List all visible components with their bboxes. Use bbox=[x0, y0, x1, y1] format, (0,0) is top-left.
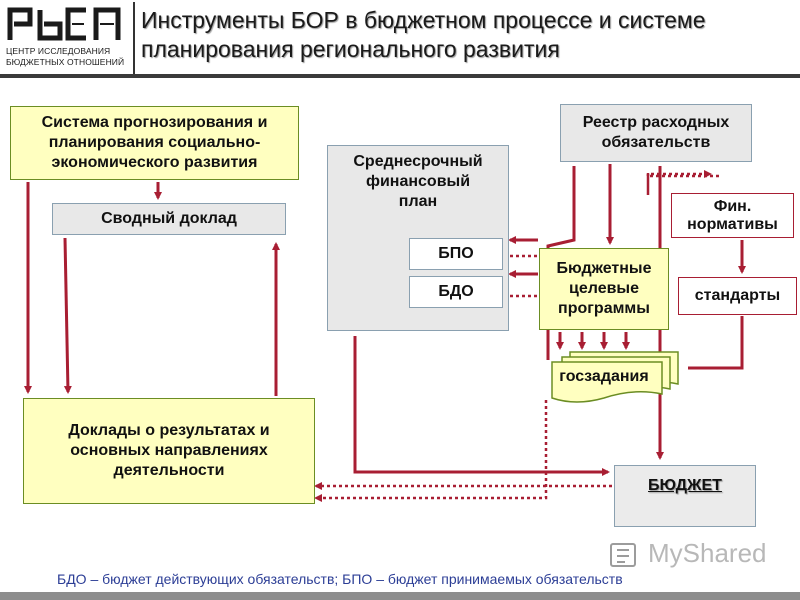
budget-box: БЮДЖЕТ bbox=[614, 465, 756, 527]
plan-line1: Среднесрочный bbox=[353, 153, 483, 170]
state-tasks-label: госзадания bbox=[559, 368, 649, 385]
registry-box: Реестр расходных обязательств bbox=[560, 104, 752, 162]
dotted-norms-registry-link bbox=[646, 170, 712, 195]
forecast-system-line1: Система прогнозирования и bbox=[41, 114, 268, 131]
registry-line1: Реестр расходных bbox=[582, 114, 730, 131]
bpo-box: БПО bbox=[409, 238, 503, 270]
arrow-standards-registry bbox=[688, 316, 744, 370]
summary-report-box: Сводный доклад bbox=[52, 203, 286, 235]
state-tasks-label-box: госзадания bbox=[550, 363, 658, 391]
state-task-sheet-1 bbox=[551, 361, 663, 403]
results-reports-box: Доклады о результатах и основных направл… bbox=[23, 398, 315, 504]
logo-mark-icon bbox=[7, 7, 121, 41]
dotted-state-reports bbox=[314, 400, 548, 502]
footnote: БДО – бюджет действующих обязательств; Б… bbox=[57, 571, 623, 587]
target-programs-line1: Бюджетные bbox=[556, 260, 652, 277]
target-programs-line3: программы bbox=[558, 300, 650, 317]
results-reports-line3: деятельности bbox=[113, 462, 225, 479]
forecast-system-line3: экономического развития bbox=[51, 154, 258, 171]
plan-line2: финансовый bbox=[365, 173, 471, 190]
results-reports-line2: основных направлениях bbox=[70, 442, 268, 459]
title-line-2: планирования регионального развития bbox=[141, 36, 560, 62]
bdo-label: БДО bbox=[438, 283, 474, 300]
bottom-strip bbox=[0, 592, 800, 600]
target-programs-box: Бюджетные целевые программы bbox=[539, 248, 669, 330]
org-name-line1: ЦЕНТР ИССЛЕДОВАНИЯ bbox=[6, 46, 111, 56]
bpo-label: БПО bbox=[438, 245, 474, 262]
title-line-1: Инструменты БОР в бюджетном процессе и с… bbox=[141, 7, 706, 33]
header-separator bbox=[133, 2, 135, 74]
title-underline bbox=[0, 74, 800, 78]
watermark-text: MyShared bbox=[648, 538, 767, 568]
fin-norms-line1: Фин. bbox=[713, 197, 752, 215]
summary-report-label: Сводный доклад bbox=[101, 210, 237, 227]
arrow-summary-reports bbox=[63, 237, 72, 394]
bdo-box: БДО bbox=[409, 276, 503, 308]
org-logo: ЦЕНТР ИССЛЕДОВАНИЯ БЮДЖЕТНЫХ ОТНОШЕНИЙ bbox=[0, 0, 132, 72]
plan-line3: план bbox=[398, 193, 438, 210]
target-programs-line2: целевые bbox=[569, 280, 639, 297]
standards-box: стандарты bbox=[678, 277, 797, 315]
budget-label: БЮДЖЕТ bbox=[648, 477, 722, 494]
standards-label: стандарты bbox=[694, 287, 781, 304]
registry-line2: обязательств bbox=[601, 134, 711, 151]
org-name-line2: БЮДЖЕТНЫХ ОТНОШЕНИЙ bbox=[6, 57, 125, 67]
page-title: Инструменты БОР в бюджетном процессе и с… bbox=[141, 6, 706, 64]
forecast-system-box: Система прогнозирования и планирования с… bbox=[10, 106, 299, 180]
arrow-plan-budget bbox=[353, 336, 610, 476]
watermark-icon bbox=[610, 543, 636, 567]
forecast-system-line2: планирования социально- bbox=[48, 134, 261, 151]
results-reports-line1: Доклады о результатах и bbox=[68, 422, 270, 439]
fin-norms-box: Фин. нормативы bbox=[671, 193, 794, 238]
fin-norms-line2: нормативы bbox=[687, 215, 778, 233]
